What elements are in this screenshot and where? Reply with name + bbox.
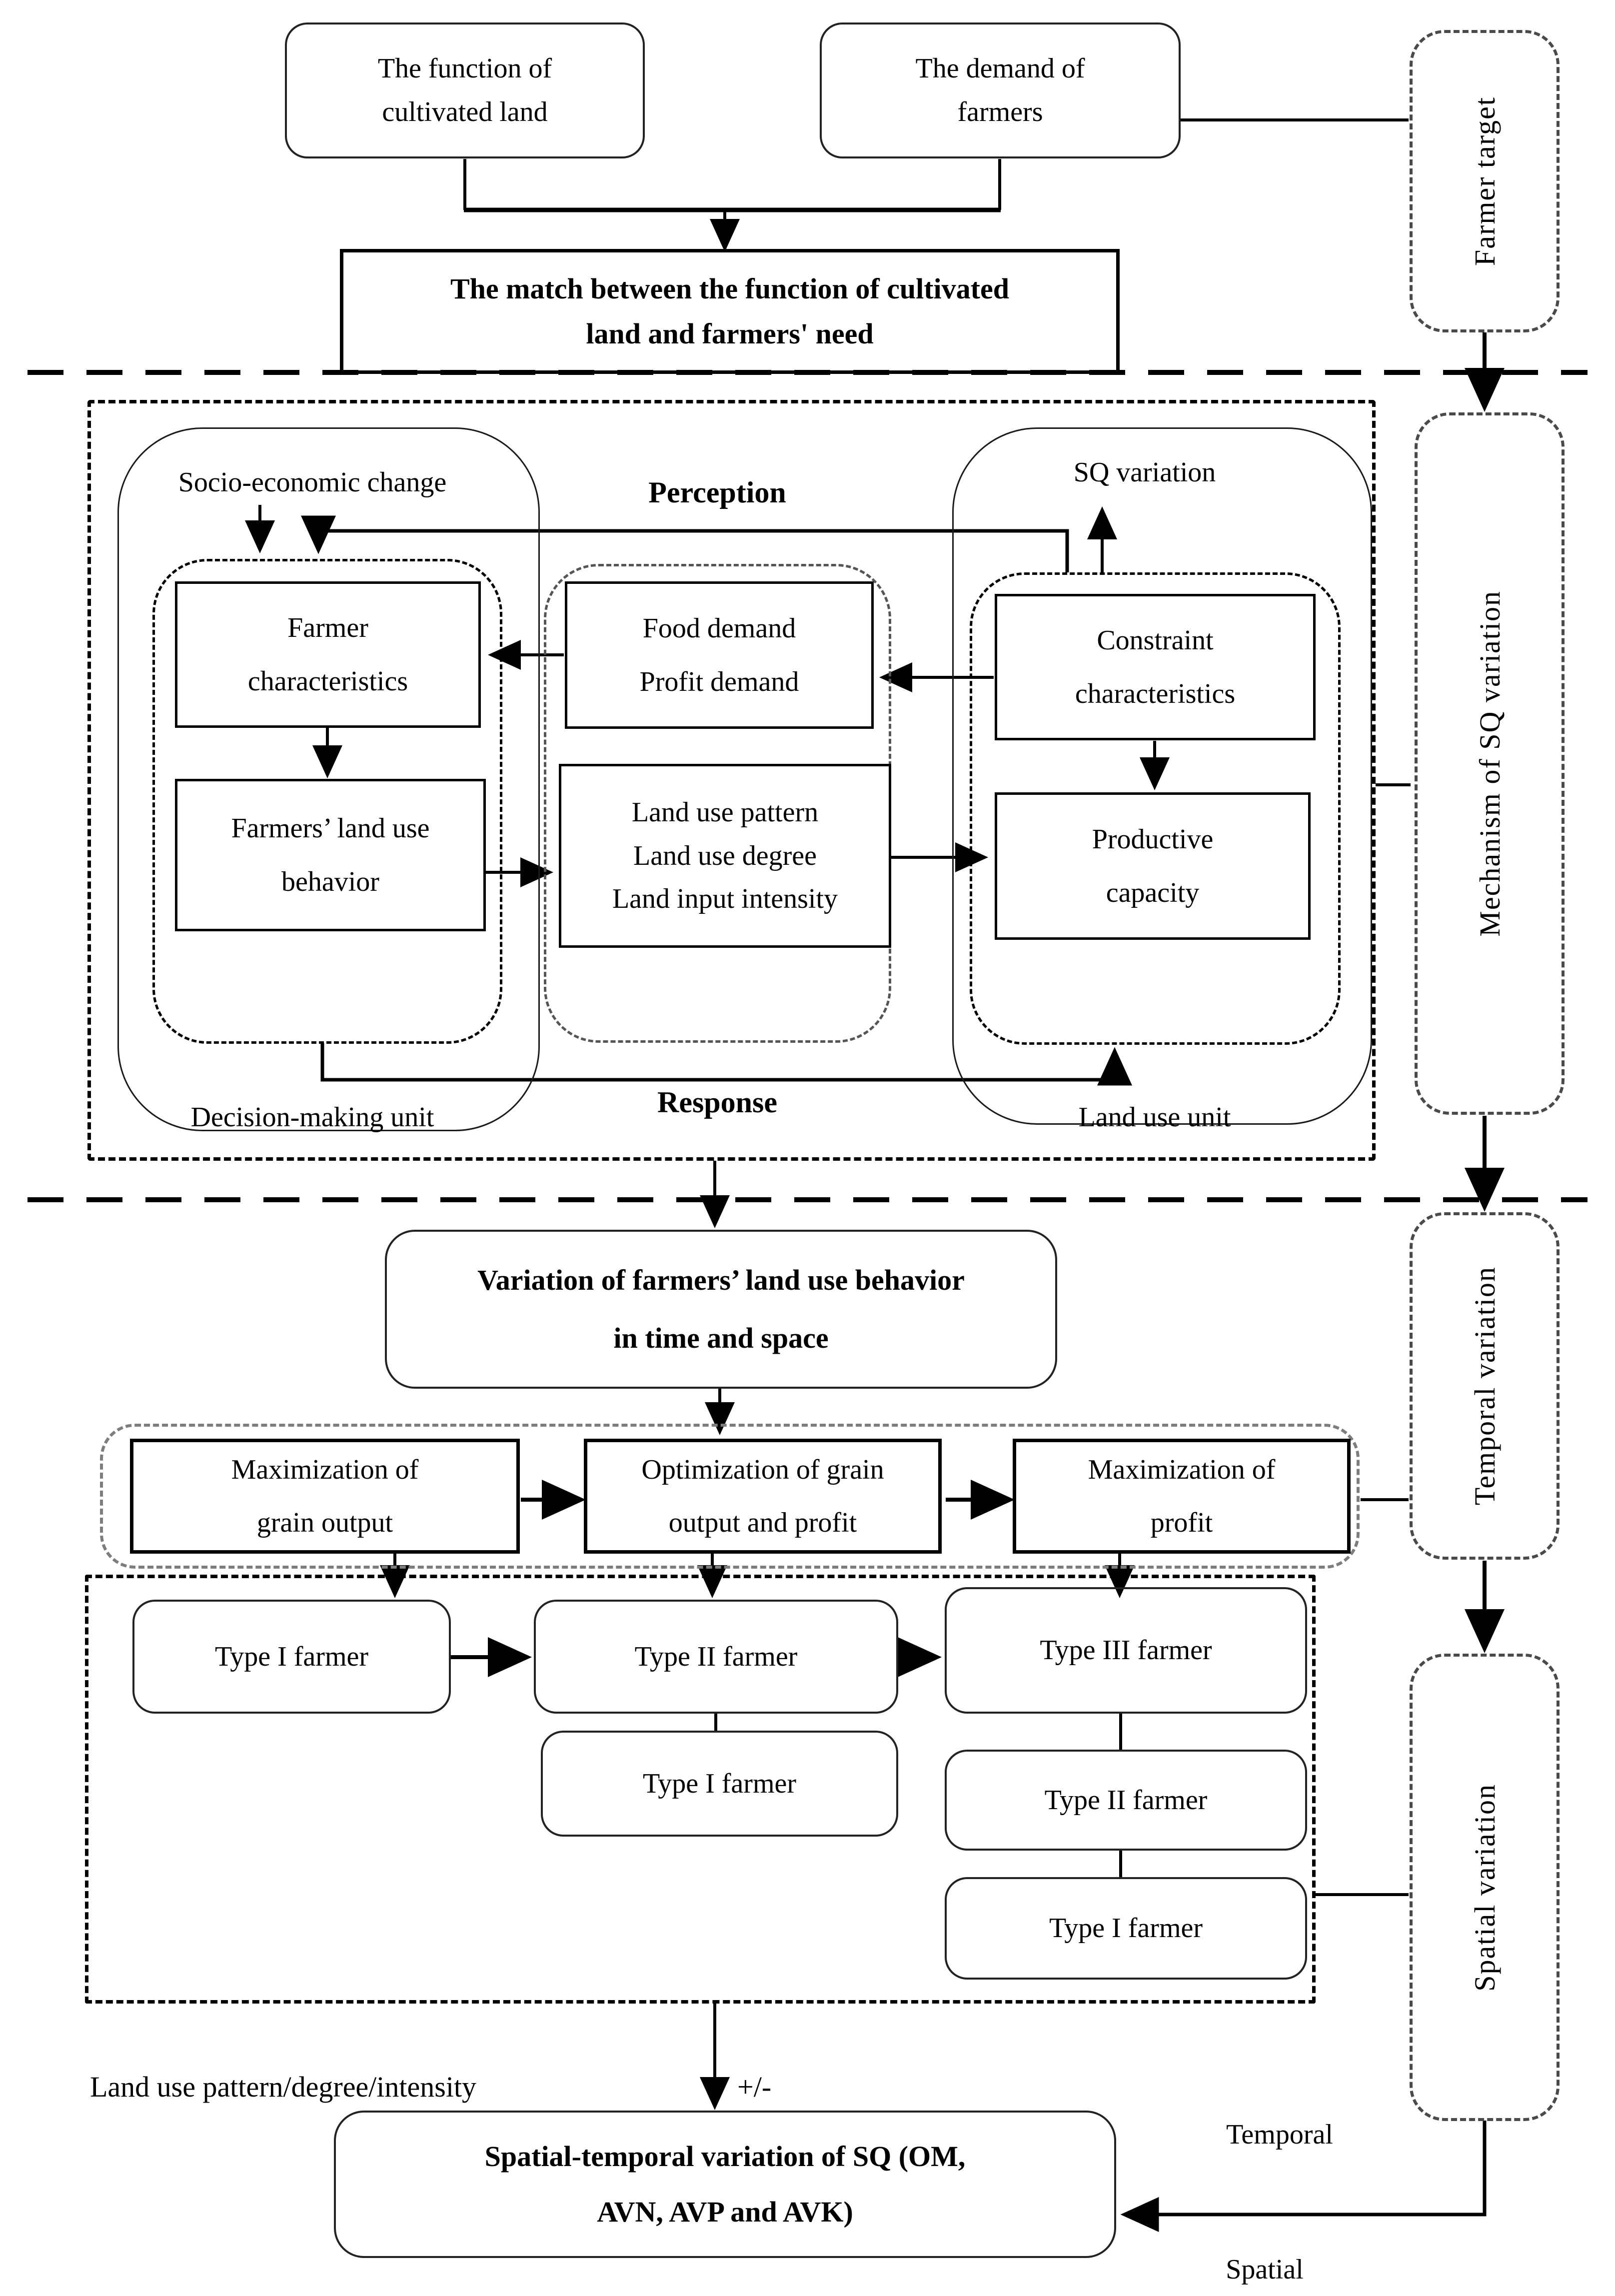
decision-making-unit <box>117 427 540 1131</box>
node-type2-a-label: Type II farmer <box>634 1641 798 1672</box>
node-optimization-label: Optimization of grain output and profit <box>641 1454 884 1538</box>
node-farmers-behavior-label: Farmers’ land use behavior <box>231 813 430 897</box>
label-decision-unit: Decision-making unit <box>190 1101 434 1133</box>
node-variation-box: Variation of farmers’ land use behavior … <box>385 1230 1057 1389</box>
node-function-of-land: The function of cultivated land <box>285 22 645 158</box>
node-constraint-label: Constraint characteristics <box>1075 625 1236 709</box>
arrow-response-line <box>320 1043 1132 1086</box>
node-farmer-characteristics-label: Farmer characteristics <box>247 612 408 697</box>
node-max-profit: Maximization of profit <box>1013 1439 1351 1554</box>
decision-inner-group <box>152 559 502 1044</box>
node-type2-b-label: Type II farmer <box>1044 1784 1208 1816</box>
mechanism-outer-frame <box>87 400 1376 1161</box>
sidebar-mechanism-label: Mechanism of SQ variation <box>1473 590 1506 937</box>
node-constraint: Constraint characteristics <box>995 594 1316 740</box>
label-perception: Perception <box>648 476 786 509</box>
node-function-of-land-label: The function of cultivated land <box>377 53 552 127</box>
node-land-use-triple-label: Land use pattern Land use degree Land in… <box>612 796 838 915</box>
node-farmers-behavior: Farmers’ land use behavior <box>175 779 486 931</box>
node-optimization: Optimization of grain output and profit <box>584 1439 942 1554</box>
node-type1-c: Type I farmer <box>945 1877 1307 1980</box>
sidebar-farmer-target: Farmer target <box>1410 30 1560 332</box>
node-match-box: The match between the function of cultiv… <box>340 249 1120 374</box>
sidebar-spatial-label: Spatial variation <box>1468 1783 1501 1992</box>
sidebar-mechanism: Mechanism of SQ variation <box>1415 412 1565 1115</box>
node-max-profit-label: Maximization of profit <box>1088 1454 1276 1538</box>
node-type1-b-label: Type I farmer <box>642 1768 796 1799</box>
node-farmer-characteristics: Farmer characteristics <box>175 581 481 728</box>
label-plus-minus: +/- <box>737 2070 772 2103</box>
node-productive-label: Productive capacity <box>1092 824 1214 908</box>
node-demand-of-farmers: The demand of farmers <box>820 22 1181 158</box>
label-land-use-unit: Land use unit <box>1078 1101 1231 1133</box>
sidebar-temporal: Temporal variation <box>1410 1212 1560 1560</box>
label-land-use-pattern: Land use pattern/degree/intensity <box>90 2070 477 2103</box>
arrow-perception-line <box>301 515 1069 572</box>
land-use-unit <box>952 427 1372 1125</box>
sidebar-temporal-label: Temporal variation <box>1468 1266 1501 1506</box>
node-land-use-triple: Land use pattern Land use degree Land in… <box>559 764 891 948</box>
label-socio-economic: Socio-economic change <box>178 466 447 498</box>
node-food-demand-label: Food demand Profit demand <box>639 613 799 697</box>
node-variation-box-label: Variation of farmers’ land use behavior … <box>477 1264 965 1354</box>
label-temporal: Temporal <box>1226 2119 1333 2150</box>
node-max-grain-label: Maximization of grain output <box>231 1454 419 1538</box>
label-response: Response <box>657 1086 778 1119</box>
node-type3-a: Type III farmer <box>945 1587 1307 1714</box>
sidebar-farmer-target-label: Farmer target <box>1468 96 1501 266</box>
node-type3-a-label: Type III farmer <box>1040 1635 1212 1666</box>
node-demand-of-farmers-label: The demand of farmers <box>915 53 1085 127</box>
sidebar-spatial: Spatial variation <box>1410 1654 1560 2121</box>
node-productive: Productive capacity <box>995 792 1311 940</box>
node-food-demand: Food demand Profit demand <box>565 581 874 729</box>
label-spatial: Spatial <box>1226 2254 1304 2285</box>
node-type1-b: Type I farmer <box>541 1731 898 1837</box>
node-type2-a: Type II farmer <box>534 1600 898 1714</box>
node-type2-b: Type II farmer <box>945 1750 1307 1851</box>
node-sq-box: Spatial-temporal variation of SQ (OM, AV… <box>334 2111 1116 2258</box>
label-sq-variation: SQ variation <box>1073 456 1216 488</box>
node-match-box-label: The match between the function of cultiv… <box>450 272 1009 350</box>
landuse-inner-group <box>970 572 1341 1045</box>
node-type1-a-label: Type I farmer <box>214 1641 368 1672</box>
node-type1-c-label: Type I farmer <box>1049 1913 1203 1944</box>
node-max-grain: Maximization of grain output <box>130 1439 520 1554</box>
arrow-spatial-to-sq <box>1120 2121 1487 2232</box>
node-type1-a: Type I farmer <box>132 1600 451 1714</box>
node-sq-box-label: Spatial-temporal variation of SQ (OM, AV… <box>484 2140 966 2228</box>
